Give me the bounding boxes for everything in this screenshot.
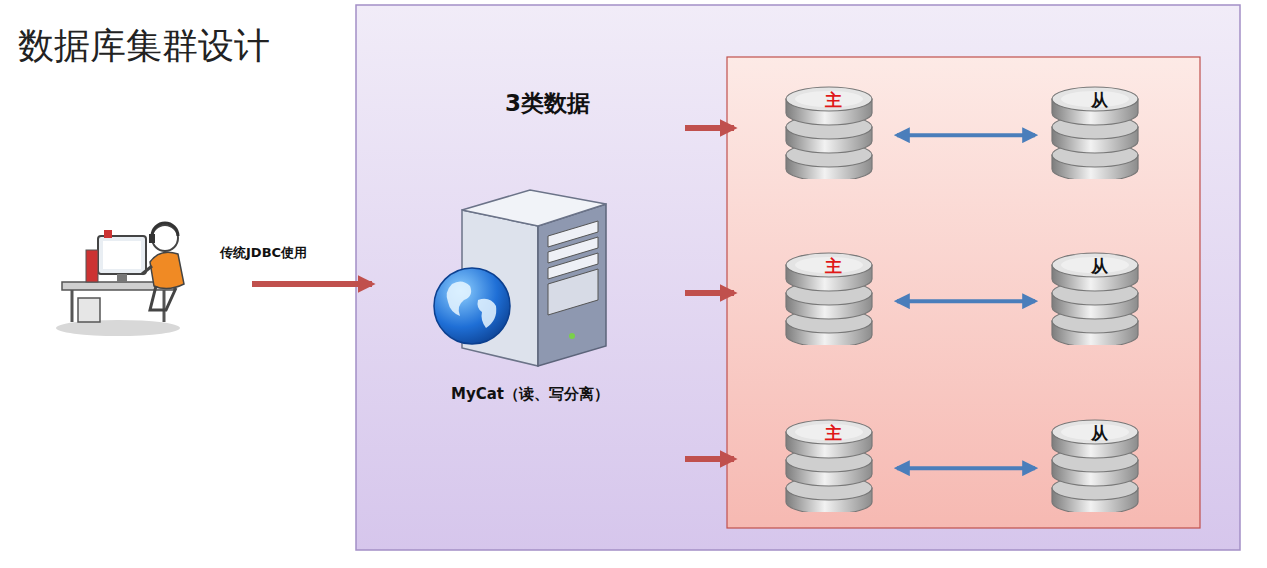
server-node: MyCat（读、写分离） xyxy=(401,188,659,420)
database-cylinder: 从 xyxy=(1049,243,1149,345)
title: 数据库集群设计 xyxy=(18,22,270,71)
database-cylinder: 主 xyxy=(783,410,883,512)
role-label: 主 xyxy=(783,255,883,278)
text-label: 传统JDBC使用 xyxy=(220,244,307,262)
database-cylinder: 主 xyxy=(783,77,883,179)
server-label: MyCat（读、写分离） xyxy=(401,385,659,404)
role-label: 从 xyxy=(1049,89,1149,112)
database-cylinder: 主 xyxy=(783,243,883,345)
role-label: 从 xyxy=(1049,422,1149,445)
role-label: 从 xyxy=(1049,255,1149,278)
role-label: 主 xyxy=(783,422,883,445)
role-label: 主 xyxy=(783,89,883,112)
text-label: 3类数据 xyxy=(505,88,590,119)
database-cylinder: 从 xyxy=(1049,410,1149,512)
replication-arrow xyxy=(897,466,1035,470)
red-arrows xyxy=(252,128,734,459)
replication-arrow xyxy=(897,299,1035,303)
user-illustration xyxy=(56,223,184,336)
replication-arrow xyxy=(897,133,1035,137)
database-panel xyxy=(727,57,1200,528)
database-cylinder: 从 xyxy=(1049,77,1149,179)
outer-panel xyxy=(356,5,1240,550)
server-icon xyxy=(434,190,606,366)
